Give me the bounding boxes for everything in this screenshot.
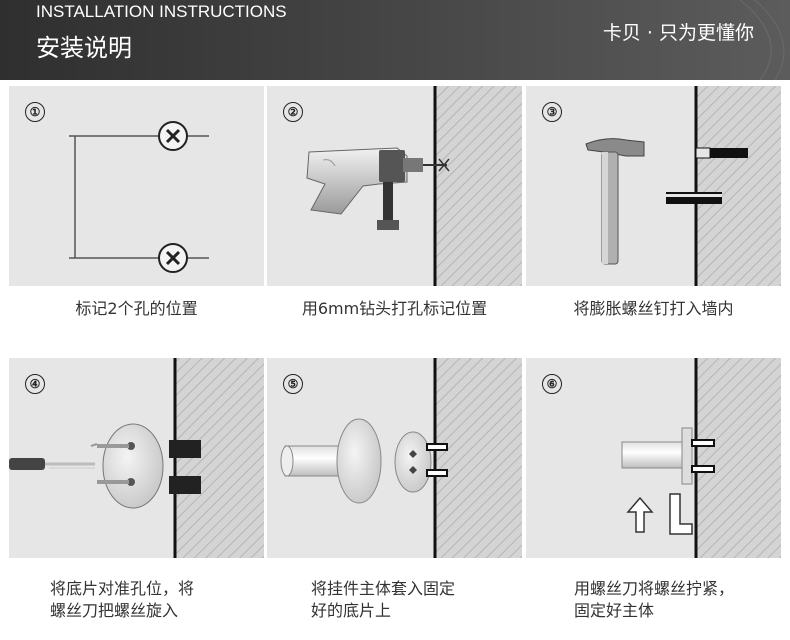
step-4-illustration (9, 358, 264, 558)
step-5-caption-line-2: 好的底片上 (311, 601, 392, 620)
step-1-caption-line: 标记2个孔的位置 (75, 299, 198, 318)
step-6-number: ⑥ (542, 374, 562, 394)
step-2-number: ② (283, 102, 303, 122)
hook-body (280, 418, 382, 504)
step-2-caption-line: 用6mm钻头打孔标记位置 (301, 299, 488, 318)
step-4-caption-line-2: 螺丝刀把螺丝旋入 (50, 601, 179, 620)
step-2-panel: ② (267, 86, 522, 286)
hammer-icon (585, 138, 645, 265)
step-3-illustration (585, 86, 781, 286)
screw-bottom (97, 480, 129, 484)
step-5-caption-line-1: 将挂件主体套入固定 (311, 579, 456, 598)
allen-key-icon (669, 493, 693, 535)
step-6-caption-line-2: 固定好主体 (574, 601, 655, 620)
header-banner: INSTALLATION INSTRUCTIONS 安装说明 卡贝 · 只为更懂… (0, 0, 790, 80)
installed-hook (621, 427, 715, 485)
step-1-illustration (69, 121, 209, 273)
title-en: INSTALLATION INSTRUCTIONS (36, 2, 287, 21)
step-4-number: ④ (25, 374, 45, 394)
anchor-plug-top (695, 147, 748, 159)
step-6-illustration (621, 358, 781, 558)
step-1-number: ① (25, 102, 45, 122)
step-4-caption-line-1: 将底片对准孔位，将 (50, 579, 195, 598)
step-2-illustration (306, 86, 522, 286)
drill-icon (306, 147, 450, 230)
step-1-panel: ① (9, 86, 264, 286)
step-3-number: ③ (542, 102, 562, 122)
step-1-caption: 标记2个孔的位置 (9, 298, 264, 320)
screwdriver-icon (9, 458, 95, 470)
step-5-caption: 将挂件主体套入固定 好的底片上 (311, 578, 511, 622)
brand-slogan: 卡贝 · 只为更懂你 (602, 22, 754, 44)
mounted-base-plate (394, 431, 448, 493)
step-3-caption-line: 将膨胀螺丝钉打入墙内 (573, 299, 734, 318)
step-6-caption-line-1: 用螺丝刀将螺丝拧紧， (574, 579, 735, 598)
step-6-caption: 用螺丝刀将螺丝拧紧， 固定好主体 (574, 578, 784, 622)
up-arrow-icon (626, 496, 654, 533)
step-5-illustration (280, 358, 522, 558)
base-plate (102, 423, 164, 509)
screw-mark-top (158, 121, 188, 151)
step-3-panel: ③ (526, 86, 781, 286)
screw-mark-bottom (158, 243, 188, 273)
step-6-panel: ⑥ (526, 358, 781, 558)
step-5-number: ⑤ (283, 374, 303, 394)
header-decoration (739, 0, 785, 80)
title-cn: 安装说明 (36, 34, 132, 62)
screw-top (90, 443, 129, 448)
step-2-caption: 用6mm钻头打孔标记位置 (267, 298, 522, 320)
anchor-plug-bottom (666, 192, 722, 204)
step-4-caption: 将底片对准孔位，将 螺丝刀把螺丝旋入 (50, 578, 250, 622)
step-4-panel: ④ (9, 358, 264, 558)
step-5-panel: ⑤ (267, 358, 522, 558)
step-3-caption: 将膨胀螺丝钉打入墙内 (526, 298, 781, 320)
